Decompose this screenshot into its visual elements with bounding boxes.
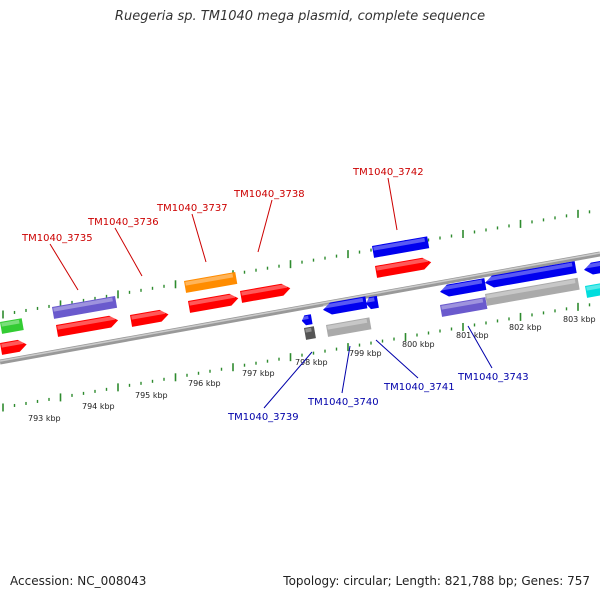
scale-label: 799 kbp [349, 349, 382, 358]
gene-highlight [185, 273, 234, 286]
gene-label-bottom: TM1040_3743 [457, 372, 529, 383]
gene-shape [326, 317, 372, 337]
gene-feature [130, 309, 169, 327]
gene-highlight [486, 279, 576, 299]
gene-feature [440, 297, 488, 317]
scale-label: 802 kbp [509, 323, 542, 332]
gene-highlight [485, 262, 573, 282]
gene-highlight [131, 309, 166, 320]
gene-feature [585, 282, 600, 298]
gene-highlight [1, 340, 24, 348]
gene-feature [485, 277, 580, 306]
gene-shape [56, 315, 119, 337]
gene-leader-line [467, 325, 493, 369]
gene-leader-line [191, 213, 207, 263]
gene-feature [326, 317, 372, 337]
gene-leader-line [49, 243, 79, 291]
scale-label: 803 kbp [563, 315, 596, 324]
gene-leader-line [114, 227, 143, 277]
gene-shape [585, 282, 600, 298]
gene-feature [301, 314, 313, 326]
gene-leader-line [341, 345, 351, 394]
gene-feature [584, 259, 600, 275]
gene-leader-line [387, 177, 398, 231]
gene-highlight [441, 298, 484, 310]
gene-leader-line [263, 351, 313, 409]
scale-label: 800 kbp [402, 340, 435, 349]
gene-highlight [323, 297, 364, 309]
gene-label-bottom: TM1040_3741 [383, 382, 455, 393]
gene-label-top: TM1040_3737 [156, 203, 228, 214]
gene-leader-line [375, 339, 419, 379]
gene-shape [584, 259, 600, 275]
gene-highlight [376, 257, 429, 271]
gene-label-top: TM1040_3736 [87, 217, 159, 228]
gene-feature [375, 257, 432, 278]
gene-shape [301, 314, 313, 326]
scale-label: 794 kbp [82, 402, 115, 411]
scale-label: 798 kbp [295, 358, 328, 367]
gene-highlight [1, 319, 20, 327]
gene-feature [0, 339, 27, 355]
gene-feature [188, 293, 239, 313]
gene-shape [440, 297, 488, 317]
gene-shape [440, 278, 487, 297]
gene-highlight [57, 315, 115, 330]
gene-feature [56, 315, 119, 337]
scale-label: 801 kbp [456, 331, 489, 340]
gene-feature [366, 295, 379, 310]
gene-highlight [366, 297, 375, 303]
gene-highlight [302, 315, 309, 320]
gene-feature [304, 326, 316, 340]
gene-shape [323, 296, 368, 315]
gene-highlight [440, 279, 483, 291]
backbone-highlight [0, 252, 600, 362]
gene-feature [323, 296, 368, 315]
gene-label-top: TM1040_3742 [352, 167, 424, 178]
gene-highlight [586, 284, 600, 291]
gene-shape [130, 309, 169, 327]
scale-label: 795 kbp [135, 391, 168, 400]
backbone-line [0, 251, 600, 365]
gene-highlight [53, 297, 113, 312]
gene-label-top: TM1040_3738 [233, 189, 305, 200]
gene-shape [372, 236, 430, 258]
gene-shape [366, 295, 379, 310]
gene-shape [304, 326, 316, 340]
scale-label: 793 kbp [28, 414, 61, 423]
gene-shape [240, 283, 291, 303]
gene-shape [184, 272, 238, 293]
map-title: Ruegeria sp. TM1040 mega plasmid, comple… [114, 9, 486, 24]
gene-feature [240, 283, 291, 303]
gene-label-bottom: TM1040_3740 [307, 397, 379, 408]
topology-text: Topology: circular; Length: 821,788 bp; … [283, 574, 590, 588]
scale-label: 797 kbp [242, 369, 275, 378]
gene-feature [0, 318, 24, 334]
gene-feature [184, 272, 238, 293]
gene-label-top: TM1040_3735 [21, 233, 93, 244]
gene-shape [485, 277, 580, 306]
gene-highlight [373, 237, 426, 251]
gene-leader-line [257, 199, 273, 253]
gene-highlight [189, 293, 236, 306]
gene-label-bottom: TM1040_3739 [227, 412, 299, 423]
gene-feature [52, 295, 118, 319]
gene-feature [485, 261, 577, 288]
gene-shape [0, 339, 27, 355]
gene-highlight [241, 283, 288, 296]
gene-shape [52, 295, 118, 319]
gene-shape [485, 261, 577, 288]
gene-highlight [327, 318, 368, 330]
gene-feature [440, 278, 487, 297]
gene-feature [372, 236, 430, 258]
gene-shape [0, 318, 24, 334]
gene-shape [188, 293, 239, 313]
accession-text: Accession: NC_008043 [10, 574, 147, 588]
gene-shape [375, 257, 432, 278]
gene-highlight [305, 327, 312, 333]
gene-highlight [584, 261, 600, 269]
scale-label: 796 kbp [188, 379, 221, 388]
